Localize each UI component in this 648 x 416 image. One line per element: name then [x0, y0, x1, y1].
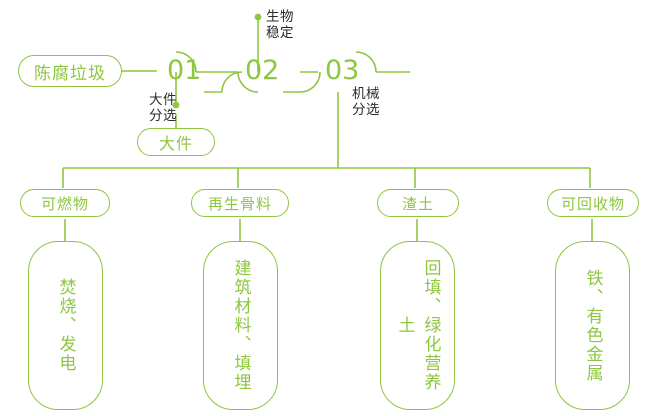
stage-number-01[interactable]: 01 [167, 55, 202, 86]
stage-number-03[interactable]: 03 [325, 55, 360, 86]
source-node[interactable]: 陈腐垃圾 [18, 55, 122, 87]
outcome-box-3[interactable]: 回填、绿化营养土 [380, 241, 455, 410]
stage-number-02[interactable]: 02 [245, 55, 280, 86]
category-pill-3[interactable]: 渣土 [377, 189, 459, 217]
outcome-box-4-text: 铁、有色金属 [582, 268, 603, 383]
dot-02-note [254, 13, 262, 21]
outcome-box-3-text: 回填、绿化营养土 [394, 259, 441, 392]
category-pill-1-label: 可燃物 [40, 194, 89, 213]
category-pill-1[interactable]: 可燃物 [20, 189, 110, 217]
category-pill-3-label: 渣土 [401, 194, 434, 213]
stage-output-bulk-label: 大件 [158, 134, 193, 153]
stage-note-01: 大件 分选 [149, 92, 177, 124]
outcome-box-4[interactable]: 铁、有色金属 [555, 241, 630, 410]
category-pill-2-label: 再生骨料 [207, 194, 272, 213]
stage-note-02: 生物 稳定 [266, 9, 294, 41]
arc-02-bottom [237, 71, 259, 93]
outcome-box-1[interactable]: 焚烧、发电 [28, 241, 103, 410]
outcome-box-2-text: 建筑材料、填埋 [230, 259, 251, 392]
arc-03-bottom-left [299, 71, 321, 93]
dot-bulk [172, 101, 180, 109]
category-pill-2[interactable]: 再生骨料 [191, 189, 289, 217]
stage-output-bulk[interactable]: 大件 [137, 128, 215, 156]
outcome-box-2[interactable]: 建筑材料、填埋 [203, 241, 278, 410]
outcome-box-1-text: 焚烧、发电 [55, 278, 76, 373]
source-node-label: 陈腐垃圾 [34, 63, 106, 84]
category-pill-4-label: 可回收物 [560, 194, 625, 213]
arc-02-top-left [221, 71, 243, 93]
stage-note-03: 机械 分选 [352, 86, 380, 118]
arc-03-top [355, 51, 377, 73]
arc-01-top [175, 51, 197, 73]
category-pill-4[interactable]: 可回收物 [547, 189, 639, 217]
